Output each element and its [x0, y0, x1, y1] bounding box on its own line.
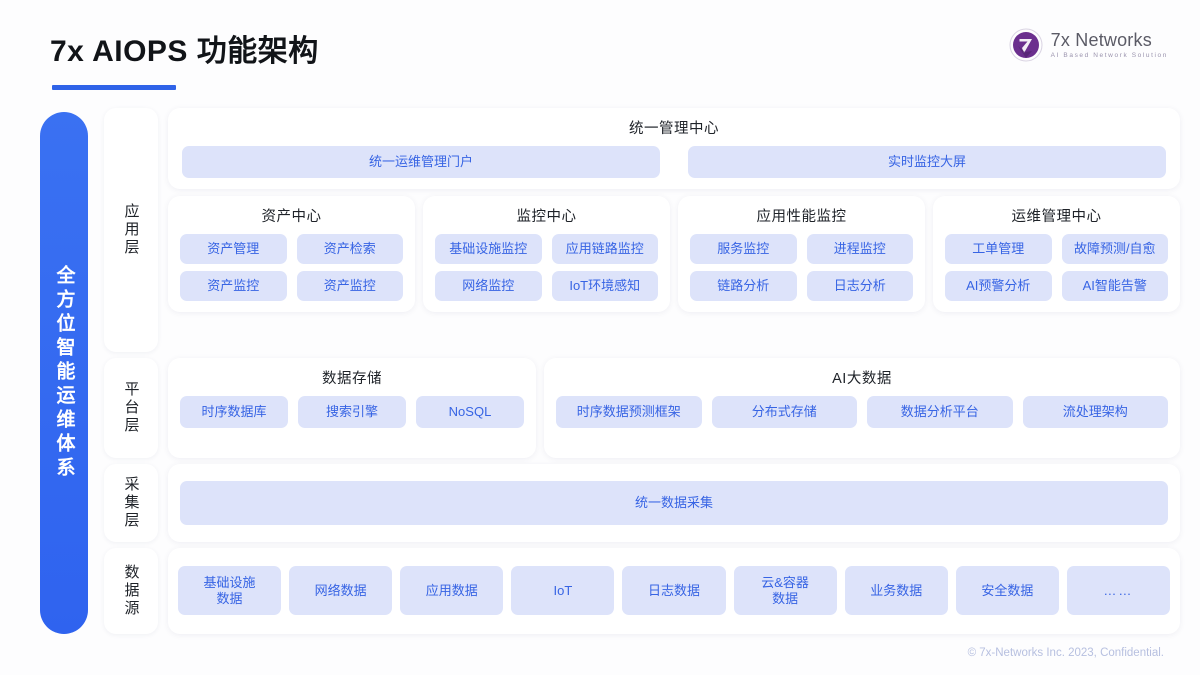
pill-unified-data-collection[interactable]: 统一数据采集: [180, 480, 1168, 525]
platform-card-data-storage: 数据存储 时序数据库 搜索引擎 NoSQL: [168, 358, 536, 458]
pill-asset-monitor-1[interactable]: 资产监控: [180, 271, 287, 301]
layer-label-collection: 采集层: [104, 464, 158, 542]
title-underline: [52, 85, 176, 90]
pill-iot-data[interactable]: IoT: [511, 566, 615, 615]
pill-cloud-container-data[interactable]: 云&容器数据: [733, 566, 837, 615]
platform-card-ai-bigdata: AI大数据 时序数据预测框架 分布式存储 数据分析平台 流处理架构: [544, 358, 1180, 458]
pill-application-data[interactable]: 应用数据: [400, 566, 504, 615]
panel-title: 应用性能监控: [756, 209, 847, 225]
pill-network-monitor[interactable]: 网络监控: [435, 271, 542, 301]
system-spine: 全方位智能运维体系: [40, 112, 88, 634]
logo-tagline: AI Based Network Solution: [1050, 51, 1168, 59]
panel-title: 监控中心: [516, 209, 577, 225]
pill-asset-management[interactable]: 资产管理: [180, 234, 287, 264]
pill-log-data[interactable]: 日志数据: [622, 566, 726, 615]
pill-trace-analysis[interactable]: 链路分析: [690, 271, 797, 301]
layer-label-text: 平台层: [122, 381, 140, 435]
pill-infrastructure-monitor[interactable]: 基础设施监控: [435, 234, 542, 264]
pill-search-engine[interactable]: 搜索引擎: [298, 396, 406, 428]
layer-label-text: 采集层: [122, 476, 140, 530]
app-card-asset-center: 资产中心 资产管理 资产检索 资产监控 资产监控: [168, 196, 415, 312]
pill-asset-search[interactable]: 资产检索: [296, 234, 403, 264]
pill-distributed-storage[interactable]: 分布式存储: [711, 396, 857, 428]
pill-fault-prediction-self-healing[interactable]: 故障预测/自愈: [1061, 234, 1168, 264]
layer-label-platform: 平台层: [104, 358, 158, 458]
layer-collection: 采集层 统一数据采集: [104, 464, 1180, 542]
unified-management-center-panel: 统一管理中心 统一运维管理门户 实时监控大屏: [168, 108, 1180, 189]
app-card-apm: 应用性能监控 服务监控 进程监控 链路分析 日志分析: [678, 196, 925, 312]
pill-ts-forecast-framework[interactable]: 时序数据预测框架: [556, 396, 702, 428]
pill-service-monitor[interactable]: 服务监控: [690, 234, 797, 264]
panel-title: 运维管理中心: [1011, 209, 1102, 225]
spine-label: 全方位智能运维体系: [53, 265, 75, 481]
pill-data-analysis-platform[interactable]: 数据分析平台: [867, 396, 1013, 428]
collection-panel: 统一数据采集: [168, 464, 1180, 542]
pill-iot-environment-sensing[interactable]: IoT环境感知: [551, 271, 658, 301]
pill-log-analysis[interactable]: 日志分析: [806, 271, 913, 301]
app-card-ops-management-center: 运维管理中心 工单管理 故障预测/自愈 AI预警分析 AI智能告警: [933, 196, 1180, 312]
layer-label-data-source: 数据源: [104, 548, 158, 634]
pill-ticket-management[interactable]: 工单管理: [945, 234, 1052, 264]
brand-logo: 7x Networks AI Based Network Solution: [1009, 28, 1168, 62]
pill-realtime-dashboard[interactable]: 实时监控大屏: [688, 146, 1166, 178]
layer-platform: 平台层 数据存储 时序数据库 搜索引擎 NoSQL: [104, 358, 1180, 458]
layer-stack: 应用层 统一管理中心 统一运维管理门户 实时监控大屏 资产中心: [104, 108, 1180, 640]
pill-ai-early-warning-analysis[interactable]: AI预警分析: [945, 271, 1052, 301]
layer-label-text: 数据源: [122, 564, 140, 618]
layer-label-text: 应用层: [122, 203, 140, 257]
architecture-diagram: 全方位智能运维体系 应用层 统一管理中心 统一运维管理门户 实时监控大屏: [0, 108, 1200, 638]
pill-network-data[interactable]: 网络数据: [289, 566, 393, 615]
pill-unified-ops-portal[interactable]: 统一运维管理门户: [182, 146, 660, 178]
pill-stream-processing-architecture[interactable]: 流处理架构: [1022, 396, 1168, 428]
layer-data-source: 数据源 基础设施数据 网络数据 应用数据 IoT 日志数据 云&容器数据 业务数…: [104, 548, 1180, 634]
pill-time-series-database[interactable]: 时序数据库: [180, 396, 288, 428]
footer-copyright: © 7x-Networks Inc. 2023, Confidential.: [967, 647, 1164, 659]
panel-title: 统一管理中心: [629, 121, 719, 137]
logo-wordmark: 7x Networks AI Based Network Solution: [1051, 31, 1168, 60]
slide-header: 7x AIOPS 功能架构 7x Networks AI Based Netwo…: [0, 0, 1200, 100]
panel-title: 数据存储: [322, 371, 382, 387]
logo-name: 7x Networks: [1050, 29, 1152, 50]
seven-swoosh-logo-icon: [1009, 28, 1043, 62]
pill-more-ellipsis[interactable]: ……: [1066, 566, 1170, 615]
panel-title: AI大数据: [832, 371, 892, 387]
app-card-monitoring-center: 监控中心 基础设施监控 应用链路监控 网络监控 IoT环境感知: [423, 196, 670, 312]
pill-process-monitor[interactable]: 进程监控: [806, 234, 913, 264]
pill-security-data[interactable]: 安全数据: [955, 566, 1059, 615]
pill-nosql[interactable]: NoSQL: [416, 396, 524, 428]
pill-app-trace-monitor[interactable]: 应用链路监控: [551, 234, 658, 264]
layer-application: 应用层 统一管理中心 统一运维管理门户 实时监控大屏 资产中心: [104, 108, 1180, 352]
pill-ai-smart-alarm[interactable]: AI智能告警: [1061, 271, 1168, 301]
layer-label-application: 应用层: [104, 108, 158, 352]
page-title: 7x AIOPS 功能架构: [50, 35, 319, 68]
panel-title: 资产中心: [261, 209, 322, 225]
pill-infrastructure-data[interactable]: 基础设施数据: [178, 566, 282, 615]
data-source-panel: 基础设施数据 网络数据 应用数据 IoT 日志数据 云&容器数据 业务数据 安全…: [168, 548, 1180, 634]
pill-business-data[interactable]: 业务数据: [844, 566, 948, 615]
pill-asset-monitor-2[interactable]: 资产监控: [296, 271, 403, 301]
